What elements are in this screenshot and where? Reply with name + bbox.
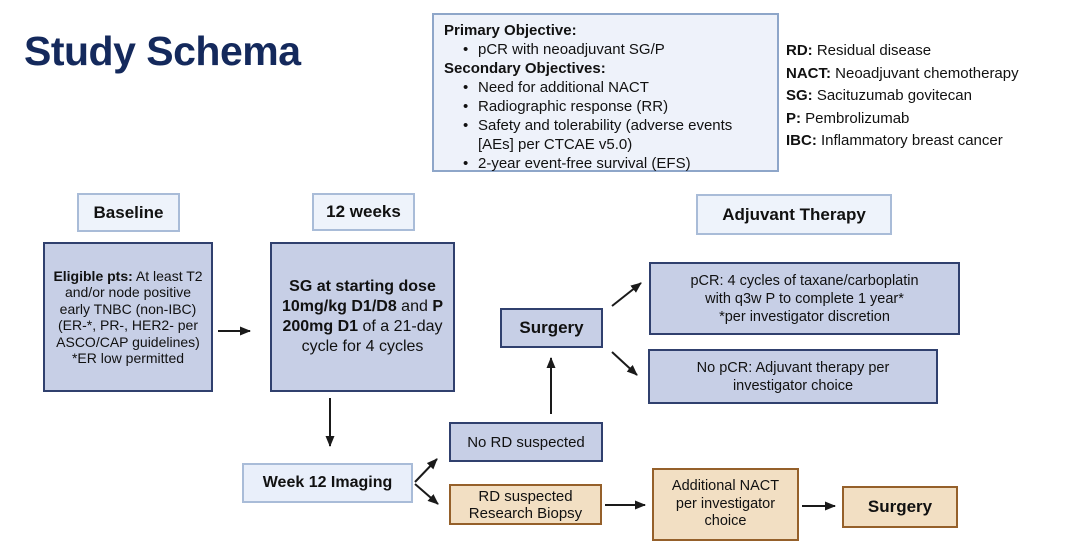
secondary-objective-item: Safety and tolerability (adverse events … xyxy=(444,116,769,154)
rd-suspected-biopsy-box: RD suspected Research Biopsy xyxy=(449,484,602,525)
sg-treatment-box: SG at starting dose 10mg/kg D1/D8 and P … xyxy=(270,242,455,392)
primary-objective-label: Primary Objective: xyxy=(444,22,577,39)
week-12-imaging-box: Week 12 Imaging xyxy=(242,463,413,503)
sg-treatment-text: SG at starting dose 10mg/kg D1/D8 and P … xyxy=(282,278,443,355)
baseline-header-box: Baseline xyxy=(77,193,180,232)
twelve-weeks-header-box: 12 weeks xyxy=(312,193,415,231)
page-title: Study Schema xyxy=(24,28,301,74)
pcr-outcome-box: pCR: 4 cycles of taxane/carboplatin with… xyxy=(649,262,960,335)
no-rd-suspected-box: No RD suspected xyxy=(449,422,603,462)
adjuvant-therapy-header-box: Adjuvant Therapy xyxy=(696,194,892,235)
legend-item: RD: Residual disease xyxy=(786,42,932,59)
legend-item: NACT: Neoadjuvant chemotherapy xyxy=(786,64,1019,82)
no-pcr-outcome-box: No pCR: Adjuvant therapy per investigato… xyxy=(648,349,938,404)
arrow-surgery-to-nopcr xyxy=(611,351,638,376)
arrow-week12-to-nord xyxy=(414,458,438,483)
eligible-patients-box: Eligible pts: At least T2 and/or node po… xyxy=(43,242,213,392)
primary-objective-item: pCR with neoadjuvant SG/P xyxy=(444,40,769,59)
secondary-objective-item: Need for additional NACT xyxy=(444,78,769,97)
objectives-box: Primary Objective: pCR with neoadjuvant … xyxy=(432,13,779,173)
secondary-objective-item: 2-year event-free survival (EFS) xyxy=(444,154,769,173)
abbreviation-legend: RD: Residual disease NACT: Neoadjuvant c… xyxy=(786,40,1019,153)
additional-nact-box: Additional NACT per investigator choice xyxy=(652,468,799,541)
arrow-surgery-to-pcr xyxy=(611,282,642,307)
arrow-week12-to-rd xyxy=(414,483,439,505)
legend-item: IBC: Inflammatory breast cancer xyxy=(786,132,1003,149)
secondary-objective-item: Radiographic response (RR) xyxy=(444,97,769,116)
legend-item: SG: Sacituzumab govitecan xyxy=(786,87,972,104)
legend-item: P: Pembrolizumab xyxy=(786,109,910,127)
surgery-after-nact-box: Surgery xyxy=(842,486,958,528)
secondary-objectives-label: Secondary Objectives: xyxy=(444,60,606,77)
surgery-box: Surgery xyxy=(500,308,603,348)
eligible-patients-text: Eligible pts: At least T2 and/or node po… xyxy=(53,267,203,367)
